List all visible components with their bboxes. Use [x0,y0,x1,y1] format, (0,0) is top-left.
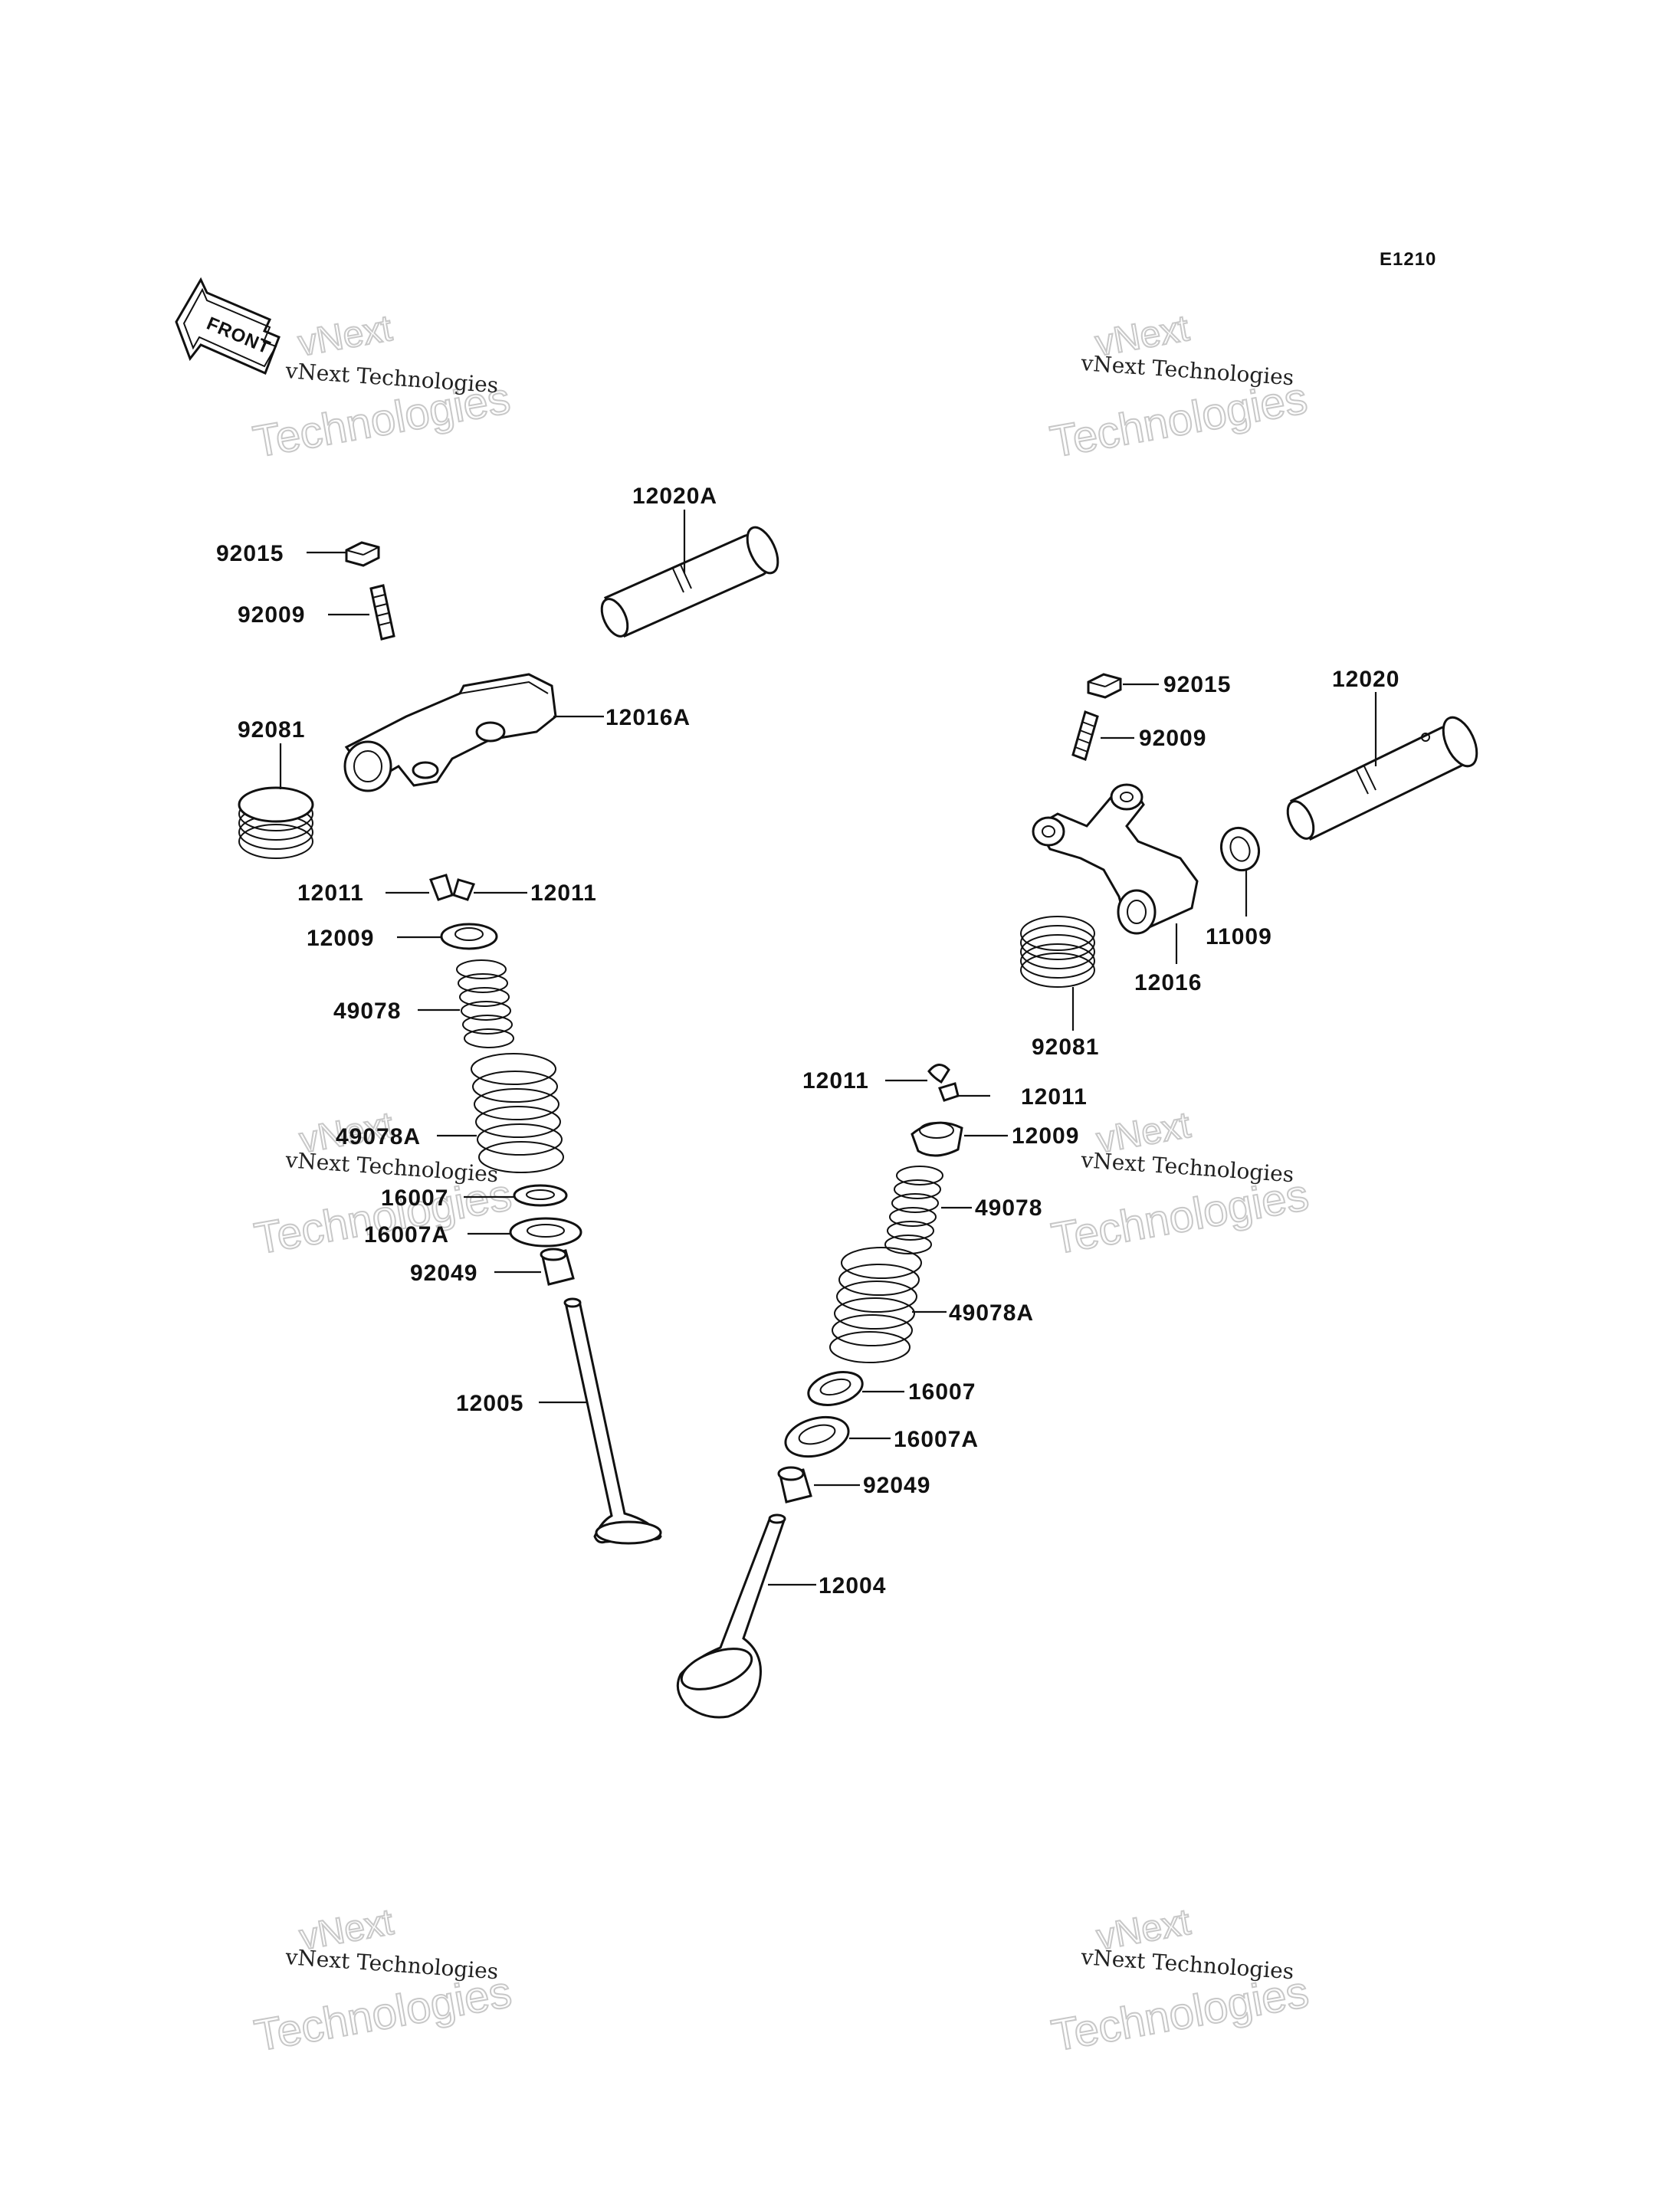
label-12020: 12020 [1332,667,1399,692]
watermark-line1: vNext [295,308,395,365]
retainer-12009-right [911,1121,963,1157]
label-12009-right: 12009 [1012,1123,1079,1149]
outer-spring-49078A-right [829,1247,922,1363]
label-12011-right-b: 12011 [1021,1084,1088,1110]
spring-seat-16007A-right [784,1415,850,1458]
label-16007-right: 16007 [908,1379,976,1405]
label-12020A: 12020A [632,484,717,509]
watermark-line2: vNext Technologies [1080,1944,1295,1984]
label-12004: 12004 [819,1573,886,1599]
label-12011-left-a: 12011 [297,880,364,906]
watermark-line2: vNext Technologies [1080,350,1295,390]
label-11009: 11009 [1206,924,1272,949]
retainer-12009-left [440,923,498,950]
label-16007A-right: 16007A [894,1427,979,1452]
inner-spring-49078-left [456,959,514,1048]
label-92009-right: 92009 [1139,726,1206,751]
label-92049-left: 92049 [410,1261,477,1286]
label-12005: 12005 [456,1391,523,1416]
diagram-code: E1210 [1380,249,1436,270]
rocker-shaft-12020 [1286,716,1478,841]
label-92081-left: 92081 [238,717,305,743]
label-12009-left: 12009 [307,926,374,951]
label-49078A-left: 49078A [336,1124,421,1149]
label-92015-right: 92015 [1163,672,1231,697]
adjuster-screw-92009-left [369,584,395,641]
cotter-12011-left [429,874,476,901]
rocker-shaft-12020A [600,526,779,638]
label-49078-right: 49078 [975,1195,1042,1221]
washer-11009 [1219,826,1261,872]
exhaust-valve-12005 [563,1297,662,1545]
watermark-line2: vNext Technologies [284,1147,500,1187]
label-12016A: 12016A [605,705,691,730]
adjuster-screw-92009-right [1071,710,1099,761]
cotter-12011-right [927,1064,960,1102]
rocker-arm-12016 [1032,783,1199,935]
rocker-arm-12016A [343,673,557,792]
label-92015-left: 92015 [216,541,284,566]
inner-spring-49078-right [884,1166,943,1254]
nut-92015-right [1087,673,1122,699]
label-16007-left: 16007 [381,1185,448,1211]
label-92049-right: 92049 [863,1473,930,1498]
label-12011-right-a: 12011 [802,1068,869,1094]
front-arrow-icon: FRONT [175,277,281,375]
label-49078-left: 49078 [333,998,401,1024]
spring-92081-left [238,786,314,859]
spring-seat-16007A-left [509,1217,582,1248]
spring-seat-16007-right [807,1371,864,1406]
label-12016: 12016 [1134,970,1202,995]
watermark-line2: vNext Technologies [284,358,500,398]
label-92009-left: 92009 [238,602,305,628]
label-49078A-right: 49078A [949,1300,1034,1326]
watermark-line2: vNext Technologies [1080,1147,1295,1187]
intake-valve-12004 [676,1513,786,1719]
label-16007A-left: 16007A [364,1222,449,1248]
valve-seal-92049-left [540,1248,575,1286]
watermark-line2: vNext Technologies [284,1944,500,1984]
spring-92081-right [1020,916,1095,988]
outer-spring-49078A-left [471,1053,564,1173]
valve-seal-92049-right [777,1466,812,1503]
spring-seat-16007-left [513,1184,568,1207]
label-92081-right: 92081 [1032,1035,1099,1060]
label-12011-left-b: 12011 [530,880,597,906]
nut-92015-left [345,541,380,567]
